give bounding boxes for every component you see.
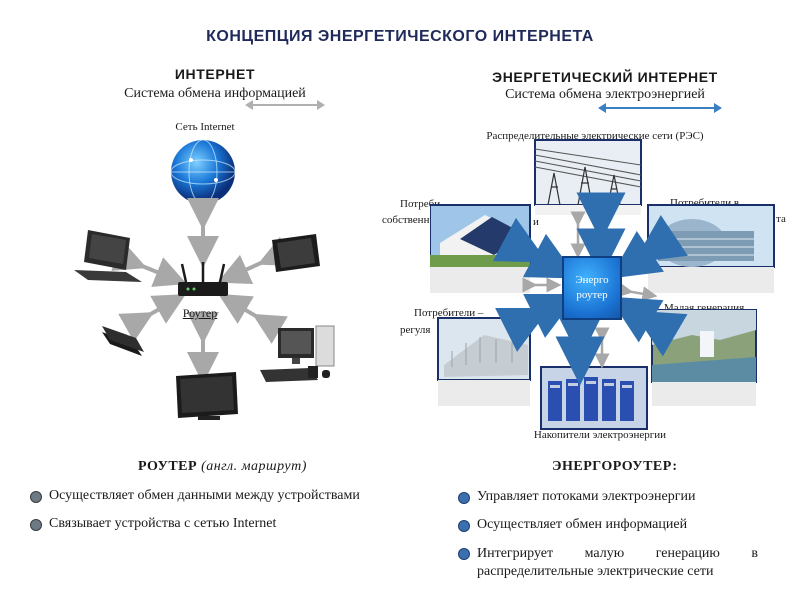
monitor-icon	[176, 372, 238, 420]
photo-consumers-active	[647, 204, 775, 293]
energy-router-bullet-1-text: Управляет потоками электроэнергии	[477, 489, 696, 504]
bullet-icon	[30, 519, 42, 531]
energy-links	[492, 192, 688, 386]
energy-router-bullet-list: Управляет потоками электроэнергии Осущес…	[458, 489, 758, 581]
info-exchange-arrow-icon	[245, 100, 325, 110]
internet-diagram	[74, 139, 335, 420]
bullet-icon	[30, 491, 42, 503]
globe-icon	[170, 139, 236, 205]
energy-router-bullet-1: Управляет потоками электроэнергии	[458, 489, 758, 505]
device-links	[111, 198, 294, 384]
node-label-consumers-own-2: собственн	[382, 214, 430, 226]
bullet-icon	[458, 520, 470, 532]
router-bullet-list: Осуществляет обмен данными между устройс…	[30, 488, 410, 532]
page-title: КОНЦЕПЦИЯ ЭНЕРГЕТИЧЕСКОГО ИНТЕРНЕТА	[206, 28, 594, 45]
energy-exchange-arrow-icon	[598, 103, 722, 113]
node-label-storage: Накопители электроэнергии	[533, 429, 667, 441]
energy-internet-header: ЭНЕРГЕТИЧЕСКИЙ ИНТЕРНЕТ	[492, 69, 718, 85]
router-section-title-text: РОУТЕР	[138, 459, 198, 474]
photo-consumers-own-generation	[430, 204, 531, 293]
bullet-icon	[458, 548, 470, 560]
photo-consumers-regulators	[437, 317, 531, 406]
energy-internet-subheader: Система обмена электроэнергией	[505, 87, 705, 102]
globe-label: Сеть Internet	[175, 121, 235, 133]
laptop-icon	[74, 230, 142, 282]
router-bullet-2: Связывает устройства с сетью Internet	[30, 516, 410, 532]
energy-router-section-title: ЭНЕРГОРОУТЕР:	[552, 459, 678, 474]
tablet-icon	[272, 234, 320, 272]
router-section-title: РОУТЕР (англ. маршрут)	[138, 459, 307, 475]
node-label-consumers-active-2: та	[776, 213, 786, 225]
router-bullet-1: Осуществляет обмен данными между устройс…	[30, 488, 410, 504]
photo-res	[534, 139, 642, 215]
node-label-consumers-regulators-1: Потребители –	[414, 307, 484, 319]
energy-router-bullet-2: Осуществляет обмен информацией	[458, 517, 758, 533]
energy-router-bullet-3-text: Интегрирует малую генерацию в распредели…	[477, 546, 758, 579]
photo-storage	[540, 366, 648, 430]
router-icon	[178, 262, 228, 296]
energy-router-bullet-3: Интегрирует малую генерацию в распредели…	[458, 545, 758, 581]
photo-small-generation	[651, 309, 757, 406]
internet-header: ИНТЕРНЕТ	[174, 66, 256, 82]
desktop-pc-icon	[260, 325, 335, 382]
energy-router-label-2: роутер	[576, 289, 608, 301]
router-bullet-2-text: Связывает устройства с сетью Internet	[49, 516, 277, 531]
energy-router-bullet-2-text: Осуществляет обмен информацией	[477, 517, 688, 532]
router-bullet-1-text: Осуществляет обмен данными между устройс…	[49, 488, 360, 503]
energy-internet-diagram	[430, 139, 775, 430]
internet-subheader: Система обмена информацией	[124, 86, 306, 101]
energy-router-label-1: Энерго	[575, 274, 609, 286]
router-section-title-note: (англ. маршрут)	[201, 459, 307, 474]
node-label-consumers-regulators-2: регуля	[400, 324, 431, 336]
energy-router-icon: Энерго роутер	[562, 256, 622, 320]
smartphone-icon	[102, 326, 144, 356]
bullet-icon	[458, 492, 470, 504]
router-label: Роутер	[182, 306, 218, 320]
